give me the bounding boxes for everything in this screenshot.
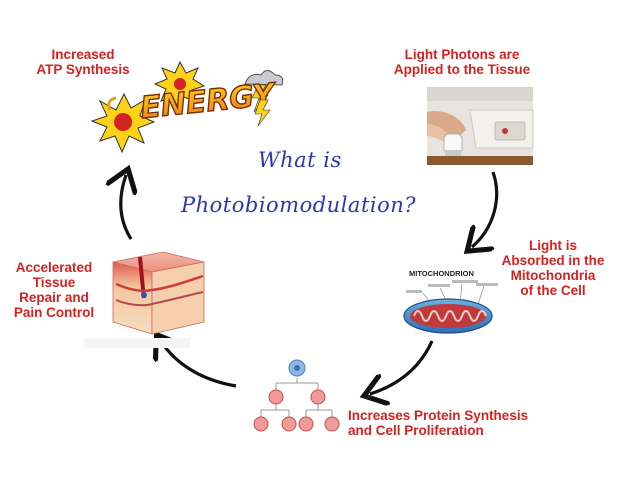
label-tissue-repair: Accelerated Tissue Repair and Pain Contr… (13, 260, 95, 320)
title-line-2: Photobiomodulation? (181, 193, 417, 217)
title-line-1: What is (258, 148, 342, 172)
light-therapy-device-image (427, 87, 534, 165)
mitochondrion-title: MITOCHONDRION (409, 269, 474, 278)
skin-tissue-image (84, 251, 205, 348)
arrow-repair-to-atp (121, 175, 131, 240)
label-protein-synthesis: Increases Protein Synthesis and Cell Pro… (348, 408, 529, 438)
mitochondrion-image: MITOCHONDRION (403, 269, 498, 334)
label-atp-synthesis: Increased ATP Synthesis (36, 47, 130, 77)
energy-illustration: ENERGY (90, 60, 284, 154)
cell-dots (253, 359, 340, 432)
label-mitochondria-absorption: Light is Absorbed in the Mitochondria of… (501, 238, 605, 298)
arrow-mitochondria-to-protein (370, 340, 434, 394)
label-light-photons: Light Photons are Applied to the Tissue (393, 47, 531, 77)
arrow-photons-to-mitochondria (472, 171, 499, 247)
